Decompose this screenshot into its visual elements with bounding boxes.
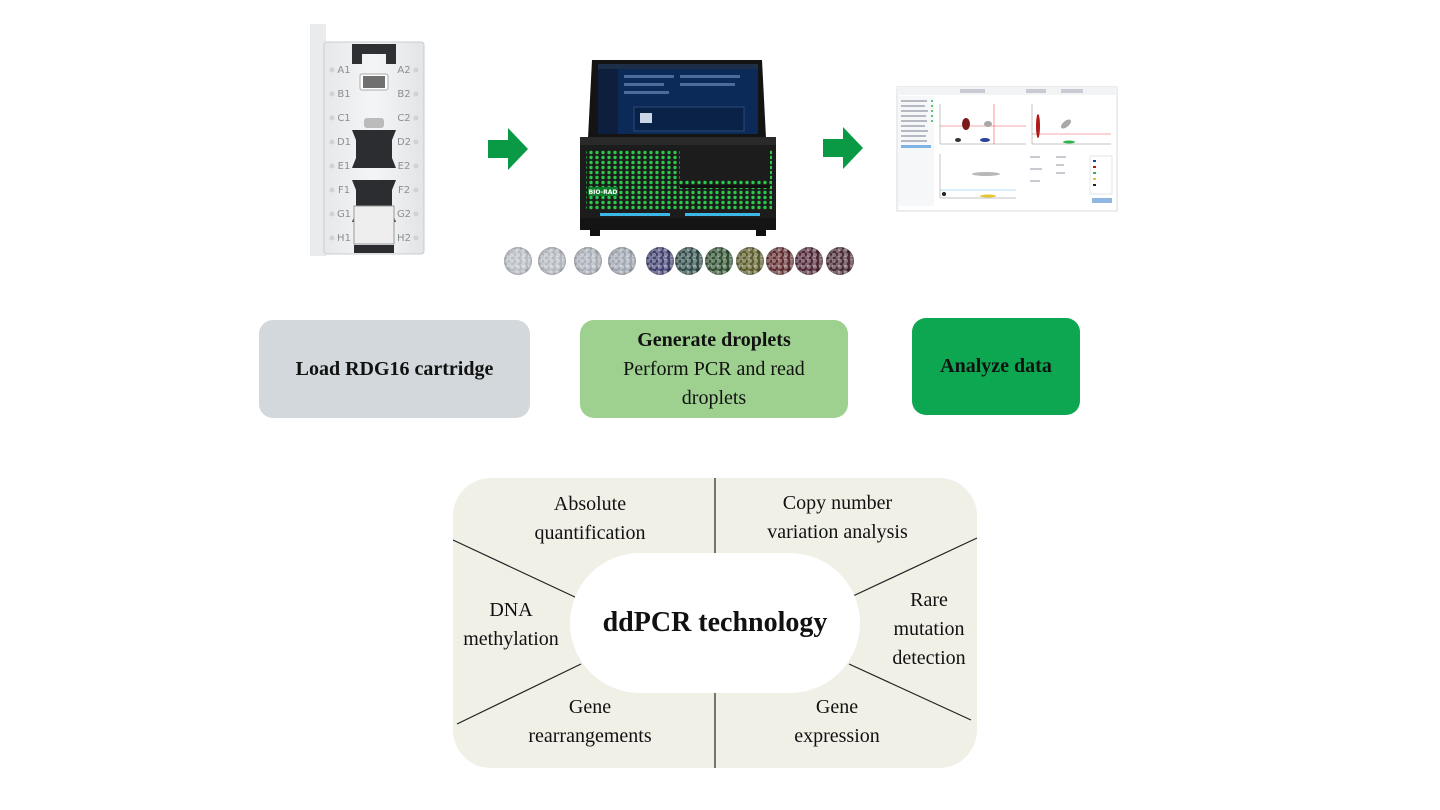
well-label-f2: F2 [398,185,410,196]
well-label-c2: C2 [397,113,410,124]
well-label-h2: H2 [397,233,411,244]
well-label-f1: F1 [338,185,350,196]
droplet-swatch [705,247,733,275]
arrow-right-icon [488,128,528,170]
droplet-swatch [504,247,532,275]
analysis-software-screenshot [896,86,1118,212]
well-label-d2: D2 [397,137,411,148]
app-gene-expression: Gene expression [794,696,880,747]
step-analyze-data: Analyze data [912,318,1080,415]
app-dna-methylation: DNA methylation [463,599,559,650]
rdg16-cartridge-image: A1 B1 C1 D1 E1 F1 G1 H1 A2 B2 C2 D2 E2 F… [300,20,440,270]
droplet-swatch [608,247,636,275]
droplet-swatch [538,247,566,275]
droplet-swatch [736,247,764,275]
well-label-b1: B1 [337,89,350,100]
well-label-g1: G1 [337,209,351,220]
droplet-swatch [766,247,794,275]
well-label-h1: H1 [337,233,351,244]
step-generate-body: Perform PCR and read droplets [623,357,805,409]
arrow-right-icon [823,127,863,169]
step-generate-title: Generate droplets [637,328,791,351]
panel-divider-lines [453,478,977,768]
droplet-swatch [646,247,674,275]
step-load-label: Load RDG16 cartridge [295,357,494,380]
droplet-swatch [826,247,854,275]
app-gene-rearrangements: Gene rearrangements [528,696,652,747]
well-label-a1: A1 [337,65,350,76]
droplet-swatch [795,247,823,275]
ddpcr-technology-center: ddPCR technology [570,553,860,693]
well-label-b2: B2 [397,89,410,100]
droplet-swatch-row [504,246,856,278]
ddpcr-technology-label: ddPCR technology [602,607,828,638]
app-copy-number-variation: Copy number variation analysis [767,492,908,543]
well-label-c1: C1 [337,113,350,124]
droplet-swatch [675,247,703,275]
instrument-brand-logo: BIO-RAD [589,189,618,196]
ddpcr-instrument-image: BIO-RAD [570,55,785,240]
well-label-d1: D1 [337,137,351,148]
step-load-cartridge: Load RDG16 cartridge [259,320,530,418]
app-absolute-quantification: Absolute quantification [534,493,646,544]
well-label-e2: E2 [398,161,411,172]
droplet-swatch [574,247,602,275]
app-rare-mutation-detection: Rare mutation detection [892,589,966,669]
step-generate-droplets: Generate droplets Perform PCR and read d… [580,320,848,418]
step-analyze-label: Analyze data [940,355,1052,377]
well-label-a2: A2 [397,65,410,76]
well-label-g2: G2 [397,209,411,220]
well-label-e1: E1 [338,161,351,172]
